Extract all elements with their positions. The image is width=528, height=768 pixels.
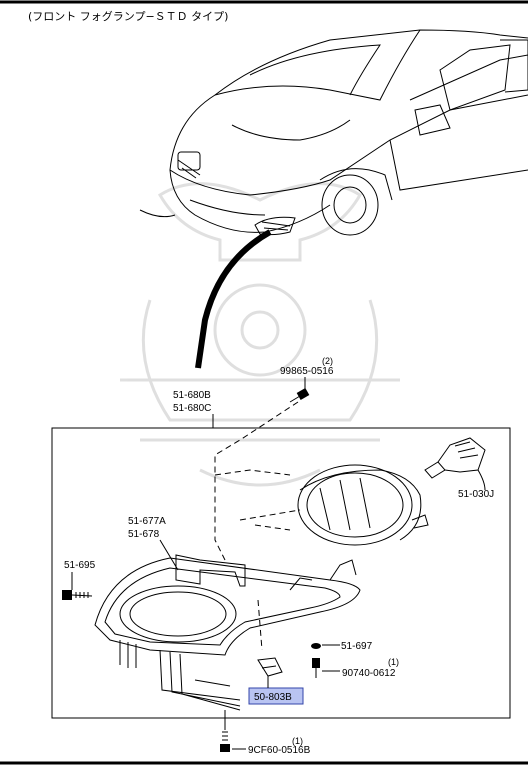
part-qty-9cf60: (1) bbox=[292, 736, 303, 746]
part-label-51-680b: 51-680B bbox=[173, 390, 211, 401]
part-label-51-680c: 51-680C bbox=[173, 403, 211, 414]
callout-arrow bbox=[195, 229, 272, 369]
washer-icon bbox=[311, 643, 321, 649]
car-illustration bbox=[139, 29, 528, 236]
bolt-icon bbox=[62, 590, 93, 600]
part-label-50-803b[interactable]: 50-803B bbox=[254, 692, 292, 703]
part-label-99865-0516: 99865-0516 bbox=[280, 366, 334, 377]
watermark-emblem bbox=[120, 182, 400, 487]
screw-icon bbox=[312, 658, 320, 678]
part-qty-99865: (2) bbox=[322, 356, 333, 366]
part-label-51-677a: 51-677A bbox=[128, 516, 166, 527]
part-label-51-697: 51-697 bbox=[341, 641, 373, 652]
highlight-box[interactable] bbox=[248, 687, 304, 705]
screw-icon bbox=[289, 388, 310, 403]
part-qty-90740: (1) bbox=[388, 657, 399, 667]
clip-part bbox=[257, 657, 283, 677]
page-title: (フロント フォグランプ−ＳＴＤ タイプ) bbox=[28, 9, 228, 23]
fog-lamp-lens bbox=[297, 464, 429, 546]
part-label-9cf60-0516b: 9CF60-0516B bbox=[248, 745, 311, 756]
part-label-90740-0612: 90740-0612 bbox=[342, 668, 396, 679]
part-label-51-678: 51-678 bbox=[128, 529, 160, 540]
part-label-51-030j: 51-030J bbox=[458, 489, 494, 500]
bolt-icon bbox=[220, 731, 230, 752]
fog-bulb bbox=[424, 437, 486, 491]
fog-lamp-housing bbox=[94, 554, 361, 711]
assembly-box bbox=[51, 427, 511, 719]
part-label-51-695: 51-695 bbox=[64, 560, 96, 571]
